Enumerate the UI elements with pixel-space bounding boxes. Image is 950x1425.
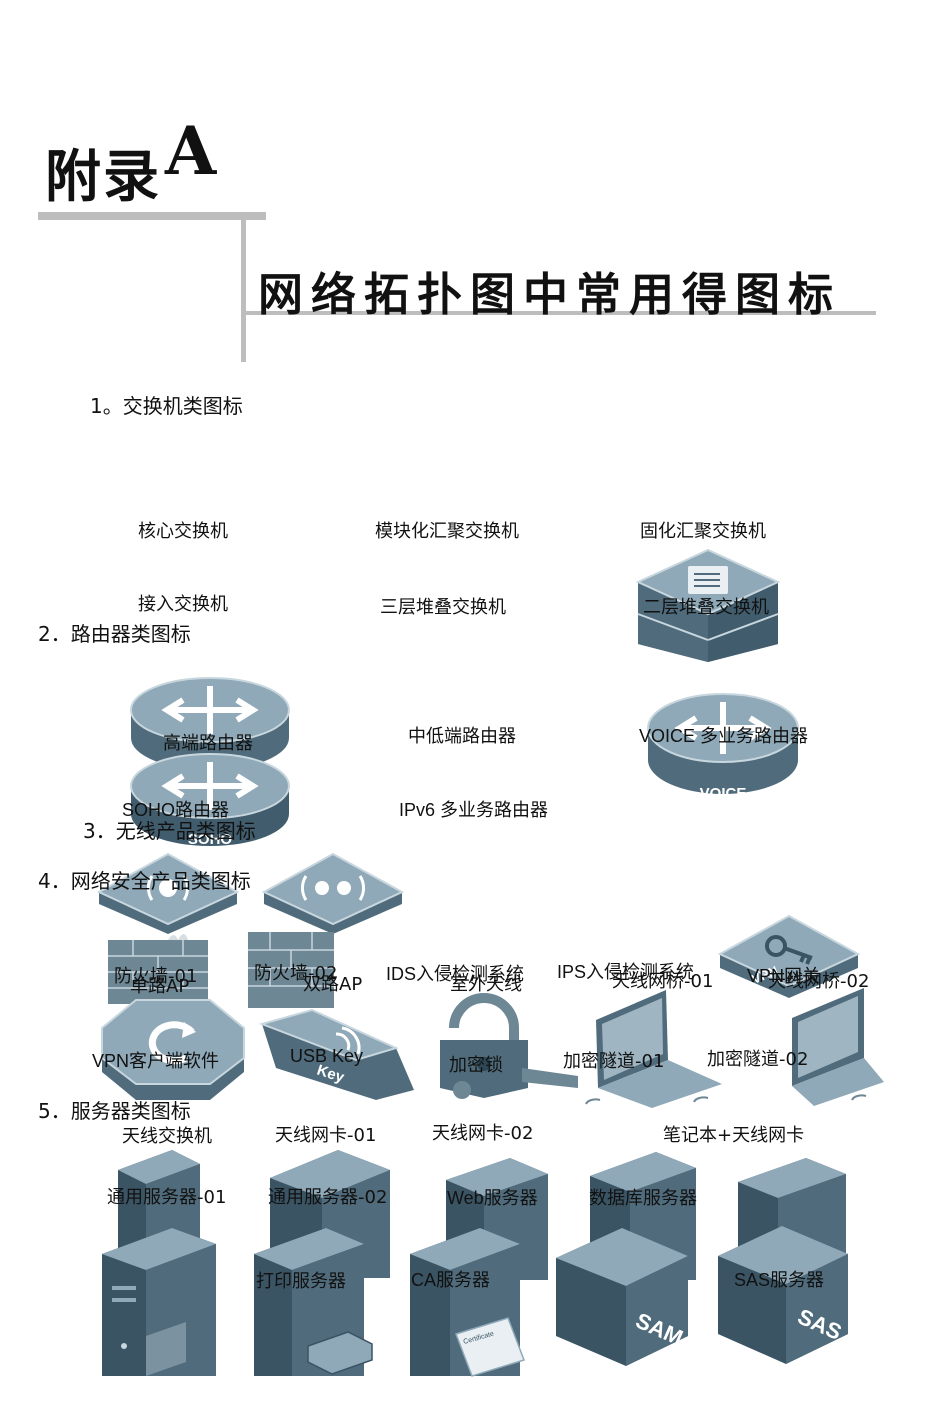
label-core-switch: 核心交换机 [138, 521, 228, 542]
section-1-heading: 1。交换机类图标 [90, 394, 243, 418]
chapter-label: 附录 [45, 145, 161, 210]
label-firewall-02: 防火墙-02 [254, 963, 338, 984]
label-mid-low-router: 中低端路由器 [408, 726, 516, 747]
header-rule-vertical [241, 220, 246, 362]
sam-server-icon: SAM [556, 1228, 688, 1366]
label-database-server: 数据库服务器 [589, 1188, 697, 1209]
label-general-server-01: 通用服务器-01 [107, 1187, 227, 1208]
stack-switch-icon [635, 548, 781, 662]
padlock-icon [440, 993, 578, 1099]
label-ids: IDS入侵检测系统 [386, 964, 525, 984]
label-firewall-01: 防火墙-01 [114, 966, 198, 987]
sas-server-icon: SAS [718, 1226, 848, 1364]
label-modular-aggregation-switch: 模块化汇聚交换机 [375, 521, 519, 542]
usb-key-icon: Key [258, 1008, 414, 1100]
label-antenna-bridge-02: 天线网桥-02 [768, 971, 870, 992]
ca-server-icon: Certificate [410, 1228, 525, 1377]
vpn-client-icon [101, 999, 245, 1100]
firewall-02-icon [248, 932, 334, 1008]
web-server-back-icon [446, 1158, 548, 1280]
label-antenna-switch: 天线交换机 [122, 1126, 212, 1147]
label-ips: IPS入侵检测系统 [557, 962, 695, 982]
section-3-heading: 3．无线产品类图标 [83, 819, 256, 843]
label-vpn-gateway: VPN网关 [747, 966, 821, 986]
label-ipv6-router: IPv6 多业务路由器 [399, 800, 549, 820]
section-2-heading: 2．路由器类图标 [38, 622, 191, 646]
high-end-router-icon: SOHO [130, 677, 290, 848]
voice-text: VOICE [700, 785, 747, 802]
section-4-heading: 4．网络安全产品类图标 [38, 869, 251, 893]
label-vpn-client: VPN客户端软件 [92, 1051, 220, 1071]
print-server-icon [254, 1228, 373, 1376]
chapter-letter: A [165, 112, 217, 190]
label-single-ap: 单路AP [130, 976, 190, 997]
label-general-server-02: 通用服务器-02 [268, 1187, 388, 1208]
label-encrypted-tunnel-01: 加密隧道-01 [563, 1051, 665, 1072]
label-outdoor-antenna: 室外天线 [450, 974, 522, 995]
firewall-01-icon [108, 934, 208, 1004]
label-antenna-nic-01: 天线网卡-01 [275, 1125, 377, 1146]
label-encrypted-tunnel-02: 加密隧道-02 [707, 1049, 809, 1070]
section-5-heading: 5．服务器类图标 [38, 1099, 191, 1123]
label-sas-server: SAS服务器 [734, 1270, 825, 1290]
label-l2-stack-switch: 二层堆叠交换机 [643, 597, 769, 618]
laptop-01-icon [585, 990, 722, 1108]
laptop-02-icon [792, 988, 884, 1106]
label-print-server: 打印服务器 [256, 1271, 346, 1292]
dual-ap-icon [261, 852, 405, 934]
label-usb-key: USB Key [290, 1046, 364, 1066]
single-ap-icon [96, 852, 240, 934]
soho-text: SOHO [188, 831, 233, 848]
header-rule-top [38, 212, 266, 220]
label-encryption-lock: 加密锁 [449, 1055, 503, 1076]
label-ca-server: CA服务器 [411, 1270, 491, 1290]
voice-router-icon: VOICE [647, 693, 799, 802]
header-rule-middle [246, 311, 876, 315]
label-access-switch: 接入交换机 [138, 594, 228, 615]
label-voice-router: VOICE 多业务路由器 [639, 726, 809, 746]
vpn-gateway-icon: VPN [717, 914, 861, 998]
label-antenna-nic-02: 天线网卡-02 [432, 1123, 534, 1144]
label-antenna-bridge-01: 天线网桥-01 [612, 971, 714, 992]
label-l3-stack-switch: 三层堆叠交换机 [380, 597, 506, 618]
page-title: 网络拓扑图中常用得图标 [258, 268, 842, 321]
label-soho-router: SOHO路由器 [122, 800, 230, 820]
label-dual-ap: 双路AP [303, 974, 363, 995]
label-laptop-antenna-nic: 笔记本+天线网卡 [663, 1125, 805, 1146]
label-high-end-router: 高端路由器 [163, 733, 253, 754]
label-web-server: Web服务器 [447, 1188, 538, 1208]
general-server-icon [102, 1228, 216, 1376]
label-fixed-aggregation-switch: 固化汇聚交换机 [640, 521, 766, 542]
